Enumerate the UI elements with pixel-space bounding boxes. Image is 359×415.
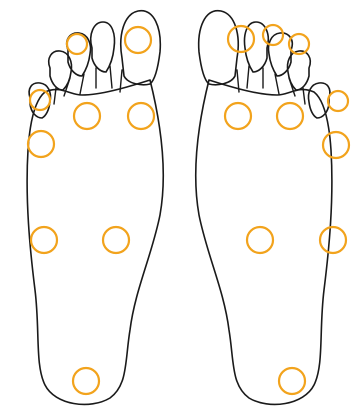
left-toe-crease-4 — [80, 74, 84, 94]
left-toe-2 — [91, 22, 115, 72]
sensor-marker — [74, 103, 100, 129]
left-toe-crease-6 — [54, 88, 56, 104]
right-foot — [196, 11, 332, 405]
sensor-marker — [228, 26, 254, 52]
sensor-marker — [125, 27, 151, 53]
sensor-marker — [67, 34, 87, 54]
left-foot — [27, 11, 163, 405]
right-toe-3 — [268, 33, 292, 76]
sensor-marker — [128, 103, 154, 129]
sensor-marker — [320, 227, 346, 253]
sensor-marker — [103, 227, 129, 253]
right-sole-outline — [196, 80, 332, 404]
sensor-marker — [73, 368, 99, 394]
sensor-marker — [31, 227, 57, 253]
right-toe-crease-4 — [275, 74, 279, 94]
sensor-marker — [247, 227, 273, 253]
left-toe-crease-2 — [110, 66, 112, 88]
left-foot-sensors — [28, 27, 154, 394]
right-toe-crease-6 — [303, 88, 305, 104]
sensor-marker — [277, 103, 303, 129]
right-toe-crease-2 — [247, 66, 249, 88]
sensor-marker — [263, 25, 283, 45]
sensor-marker — [328, 91, 348, 111]
left-toe-5 — [29, 83, 50, 118]
right-toe-5 — [308, 83, 329, 118]
sensor-marker — [225, 103, 251, 129]
sensor-marker — [30, 90, 50, 110]
sensor-marker — [323, 132, 349, 158]
sensor-marker — [28, 131, 54, 157]
sensor-marker — [279, 368, 305, 394]
